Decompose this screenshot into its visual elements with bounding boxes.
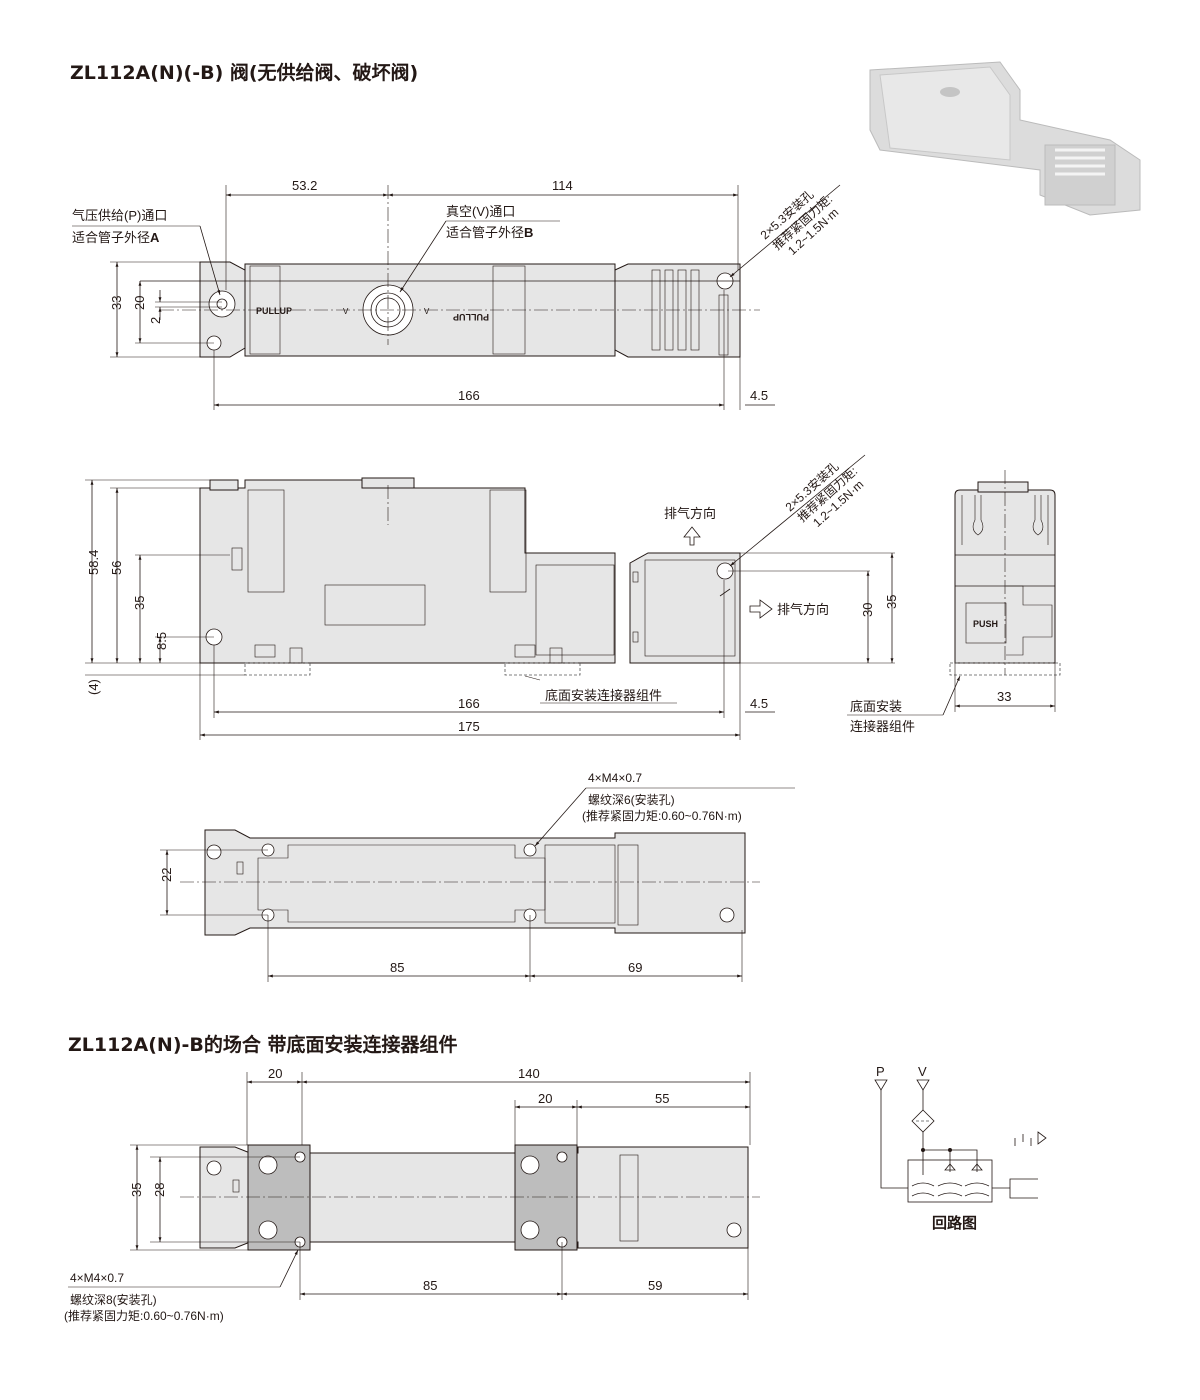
dim-35-right: 35 [884,595,899,609]
v-mark-1: V [343,307,349,316]
opt-dim-28: 28 [152,1183,167,1197]
p-port-label: 气压供给(P)通口 [72,208,167,223]
end-view: PUSH 33 底面安装 连接器组件 [847,470,1061,734]
opt-dim-35: 35 [129,1183,144,1197]
dim-2: 2 [148,317,163,324]
dim-33: 33 [109,296,124,310]
dim-30: 30 [860,603,875,617]
dim-4-5-side: 4.5 [750,696,768,711]
end-dim-33: 33 [997,689,1011,704]
dim-22: 22 [159,868,174,882]
circuit-diagram: P V 回路图 [874,1064,1047,1232]
end-connector-label-1: 底面安装 [850,699,902,714]
top-view: PULLUP PULLUP V V 53.2 114 166 4.5 33 20… [72,178,841,410]
v-port-label: 真空(V)通口 [446,204,515,219]
svg-text:适合管子外径B: 适合管子外径B [446,225,533,240]
dim-53-2: 53.2 [292,178,317,193]
dim-35-left: 35 [132,596,147,610]
exhaust-symbol-icon [1014,1131,1047,1146]
svg-text:适合管子外径A: 适合管子外径A [72,230,160,245]
opt-dim-59: 59 [648,1278,662,1293]
opt-dim-55: 55 [655,1091,669,1106]
option-view: 20 140 20 55 35 28 85 59 4×M4×0.7 螺纹深8(安… [64,1066,760,1323]
circuit-v: V [918,1064,927,1079]
pullup-right: PULLUP [453,312,489,322]
push-label: PUSH [973,619,998,629]
opt-thread-spec: 4×M4×0.7 [70,1271,124,1285]
opt-thread-torque: (推荐紧固力矩:0.60~0.76N·m) [64,1309,224,1323]
dim-4-5: 4.5 [750,388,768,403]
circuit-p: P [876,1064,885,1079]
opt-dim-20b: 20 [538,1091,552,1106]
dim-4-paren: (4) [86,679,101,695]
arrow-up-icon [683,526,701,546]
main-title: ZL112A(N)(-B) 阀(无供给阀、破坏阀) [70,62,419,84]
arrow-right-icon [749,599,773,619]
dim-175: 175 [458,719,480,734]
dim-69: 69 [628,960,642,975]
v-mark-2: V [424,307,430,316]
end-connector-label-2: 连接器组件 [850,719,915,734]
dim-166: 166 [458,388,480,403]
opt-dim-85: 85 [423,1278,437,1293]
dim-56: 56 [109,561,124,575]
p-port-tube-var: A [150,230,160,245]
dim-8-5: 8.5 [154,632,169,650]
dim-85: 85 [390,960,404,975]
exhaust-up-label: 排气方向 [664,506,716,521]
thread-torque: (推荐紧固力矩:0.60~0.76N·m) [582,809,742,823]
thread-depth: 螺纹深6(安装孔) [588,792,675,807]
opt-thread-depth: 螺纹深8(安装孔) [70,1292,157,1307]
dim-114: 114 [552,178,573,193]
v-port-tube-var: B [524,225,533,240]
v-port-tube: 适合管子外径 [446,225,524,240]
exhaust-right-label: 排气方向 [777,602,829,617]
dim-166-side: 166 [458,696,480,711]
connector-label: 底面安装连接器组件 [545,688,662,703]
opt-dim-20a: 20 [268,1066,282,1081]
pullup-left: PULLUP [256,306,292,316]
product-photo [869,61,1141,216]
bottom-view: 22 85 69 4×M4×0.7 螺纹深6(安装孔) (推荐紧固力矩:0.60… [159,771,795,982]
dim-20: 20 [132,296,147,310]
side-view: 58.4 56 35 8.5 (4) 166 175 4.5 30 35 排气方… [85,454,899,740]
circuit-label: 回路图 [932,1214,977,1232]
option-title: ZL112A(N)-B的场合 带底面安装连接器组件 [68,1034,458,1056]
thread-spec: 4×M4×0.7 [588,771,642,785]
p-port-tube: 适合管子外径 [72,230,150,245]
opt-dim-140: 140 [518,1066,540,1081]
dim-58-4: 58.4 [86,550,101,575]
